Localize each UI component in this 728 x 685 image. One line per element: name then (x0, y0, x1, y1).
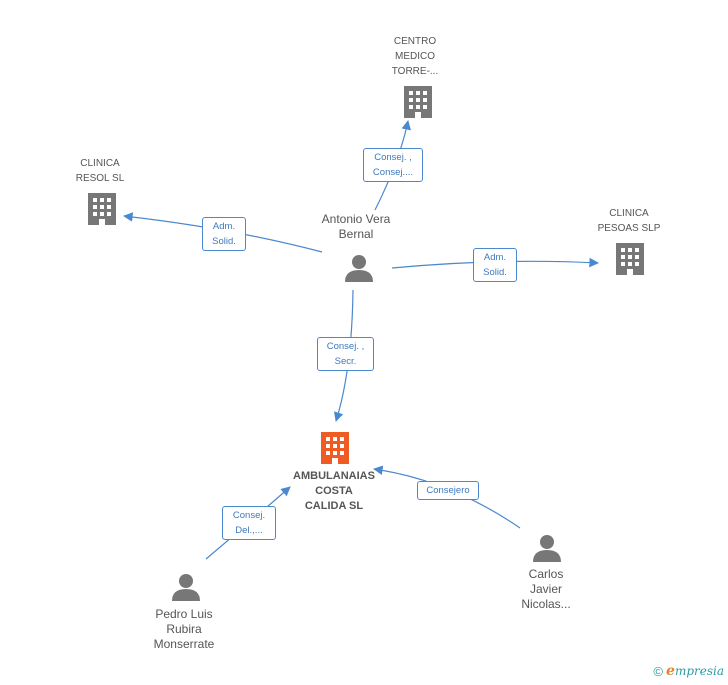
edge-label-antonio-pesoas[interactable]: Adm. Solid. (473, 248, 517, 282)
label-line: CENTRO (393, 36, 437, 47)
label-line: COSTA (315, 485, 353, 497)
label-line: MEDICO (395, 51, 435, 62)
label-line: CLINICA (80, 158, 120, 169)
edge-label-line: Adm. (212, 221, 236, 232)
edge-label-antonio-centro[interactable]: Consej. , Consej.... (363, 148, 423, 182)
edge-label-line: Del.,... (235, 525, 263, 536)
copyright-symbol: © (653, 663, 664, 679)
node-label-carlos[interactable]: Carlos Javier Nicolas... (496, 567, 596, 612)
edge-label-line: Consej.... (372, 167, 414, 178)
brand-initial: e (666, 663, 675, 679)
label-line: PESOAS SLP (597, 223, 661, 234)
node-label-clinica-pesoas[interactable]: CLINICA PESOAS SLP (584, 206, 674, 236)
label-line: AMBULANAIAS (293, 470, 375, 482)
person-icon[interactable] (533, 535, 561, 562)
edge-label-line: Secr. (334, 356, 357, 367)
edge-label-carlos-ambulanaias[interactable]: Consejero (417, 481, 479, 500)
edge-label-antonio-ambulanaias[interactable]: Consej. , Secr. (317, 337, 374, 371)
edge-label-line: Consejero (426, 485, 470, 496)
label-line: Rubira (166, 622, 202, 636)
building-icon[interactable] (616, 243, 644, 275)
building-icon-main[interactable] (321, 432, 349, 464)
edge-label-line: Consej. , (374, 152, 412, 163)
label-line: CLINICA (609, 208, 649, 219)
label-line: Monserrate (153, 637, 215, 651)
node-label-clinica-resol[interactable]: CLINICA RESOL SL (60, 156, 140, 186)
edge-label-antonio-resol[interactable]: Adm. Solid. (202, 217, 246, 251)
brand-rest: mpresia (674, 664, 724, 678)
node-label-ambulanaias[interactable]: AMBULANAIAS COSTA CALIDA SL (276, 469, 392, 514)
label-line: Bernal (338, 227, 374, 241)
building-icon[interactable] (88, 193, 116, 225)
edge-label-line: Adm. (483, 252, 507, 263)
brand-logo: empresia (666, 663, 724, 679)
node-label-antonio[interactable]: Antonio Vera Bernal (306, 212, 406, 242)
label-line: Carlos (528, 567, 564, 581)
label-line: RESOL SL (75, 173, 125, 184)
footer-brand[interactable]: © empresia (653, 663, 724, 679)
label-line: CALIDA SL (304, 500, 364, 512)
node-label-pedro[interactable]: Pedro Luis Rubira Monserrate (134, 607, 234, 652)
label-line: Pedro Luis (155, 607, 213, 621)
edge-label-line: Consej. (232, 510, 266, 521)
edge-label-line: Consej. , (326, 341, 365, 352)
edge-label-line: Solid. (212, 236, 236, 247)
node-label-centro-medico[interactable]: CENTRO MEDICO TORRE-... (375, 34, 455, 79)
building-icon[interactable] (404, 86, 432, 118)
person-icon[interactable] (345, 255, 373, 282)
label-line: Nicolas... (521, 597, 571, 611)
edge-label-line: Solid. (483, 267, 507, 278)
label-line: Javier (529, 582, 562, 596)
label-line: TORRE-... (391, 66, 439, 77)
label-line: Antonio Vera (321, 212, 391, 226)
person-icon[interactable] (172, 574, 200, 601)
edge-label-pedro-ambulanaias[interactable]: Consej. Del.,... (222, 506, 276, 540)
